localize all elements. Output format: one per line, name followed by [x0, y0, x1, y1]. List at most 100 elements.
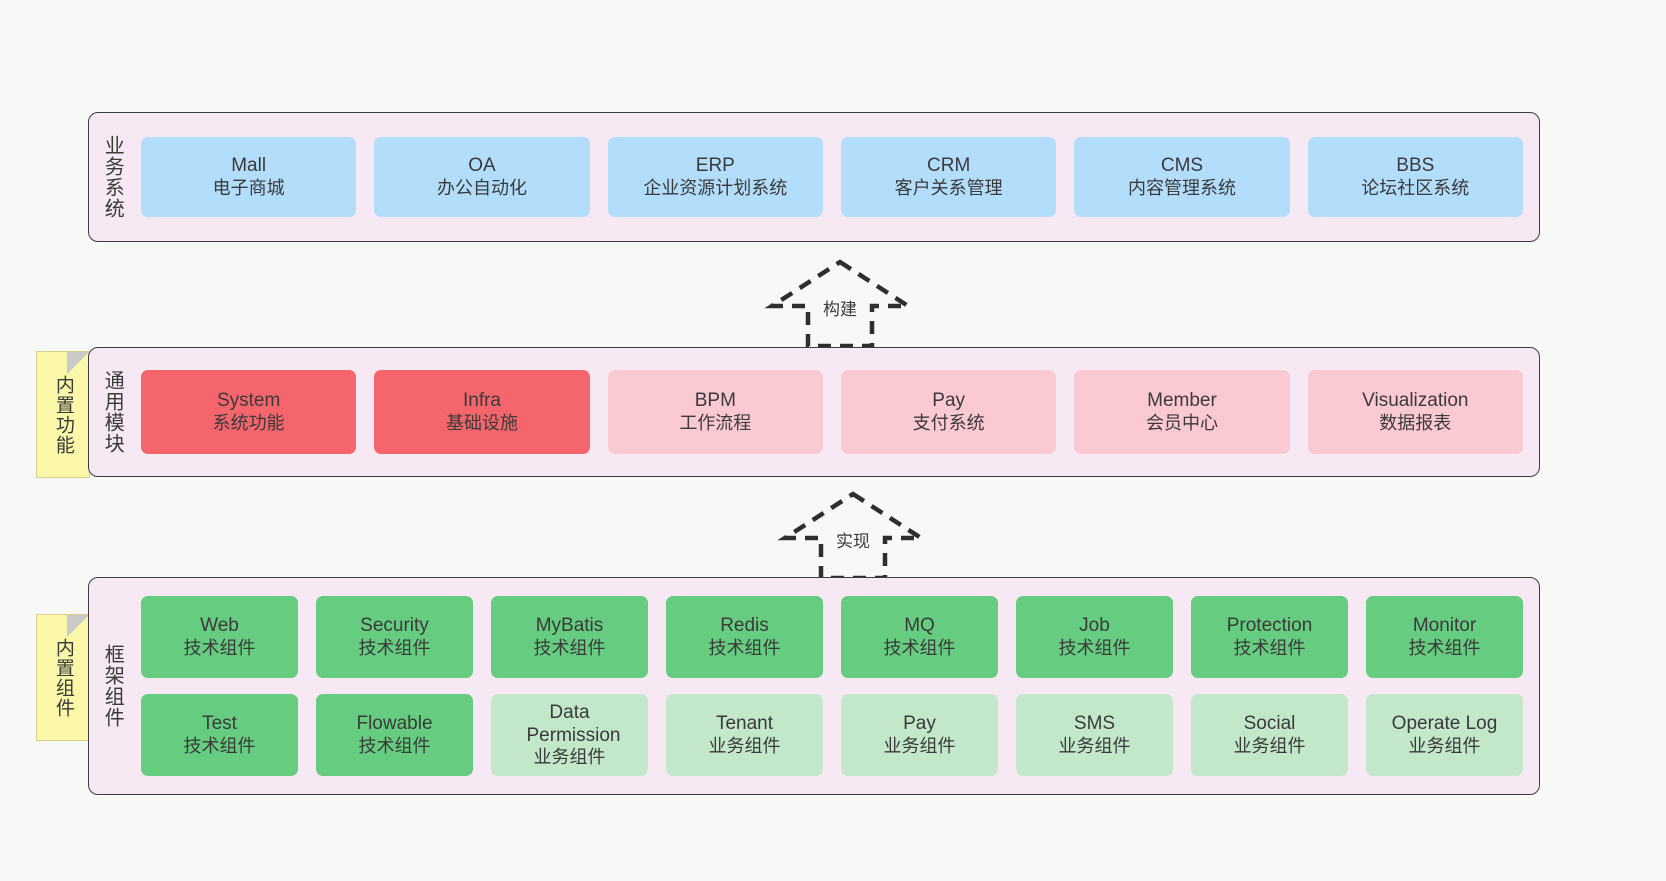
node-label-cn: 业务组件: [708, 735, 781, 756]
node-label-cn: 技术组件: [183, 637, 256, 658]
node-security[interactable]: Security 技术组件: [316, 596, 473, 678]
node-bpm[interactable]: BPM 工作流程: [607, 370, 823, 454]
node-label-en: Security: [360, 615, 429, 637]
node-member[interactable]: Member 会员中心: [1074, 370, 1290, 454]
layer-framework-components: 框架组件 Web 技术组件 Security 技术组件 MyBatis 技术组件…: [88, 577, 1540, 795]
node-label-en: OA: [468, 155, 496, 177]
node-label-cn: 办公自动化: [436, 177, 527, 198]
node-monitor[interactable]: Monitor 技术组件: [1366, 596, 1523, 678]
node-pay-biz[interactable]: Pay 业务组件: [841, 694, 998, 776]
arrow-label-build: 构建: [823, 300, 857, 319]
layer-business-systems: 业务系统 Mall 电子商城 OA 办公自动化 ERP 企业资源计划系统 CRM…: [88, 112, 1540, 242]
node-label-en: Web: [200, 615, 239, 637]
layer-title-framework: 框架组件: [101, 644, 124, 728]
node-label-cn: 技术组件: [358, 637, 431, 658]
layer-row: Mall 电子商城 OA 办公自动化 ERP 企业资源计划系统 CRM 客户关系…: [141, 137, 1523, 217]
layer-body-modules: System 系统功能 Infra 基础设施 BPM 工作流程 Pay 支付系统…: [135, 348, 1539, 476]
node-label-en: Flowable: [356, 713, 433, 735]
node-web[interactable]: Web 技术组件: [141, 596, 298, 678]
node-label-cn: 会员中心: [1145, 412, 1218, 433]
node-label-cn: 电子商城: [212, 177, 285, 198]
node-label-cn: 企业资源计划系统: [643, 177, 788, 198]
node-label-cn: 技术组件: [1058, 637, 1131, 658]
node-label-en: MyBatis: [535, 615, 604, 637]
node-label-cn: 技术组件: [1233, 637, 1306, 658]
node-label-en: Operate Log: [1391, 713, 1498, 735]
node-redis[interactable]: Redis 技术组件: [666, 596, 823, 678]
node-label-en: Pay: [903, 713, 936, 735]
layer-row: Test 技术组件 Flowable 技术组件 Data Permission …: [141, 694, 1523, 776]
node-label-en: CRM: [927, 155, 971, 177]
node-label-cn: 工作流程: [679, 412, 752, 433]
node-label-cn: 数据报表: [1379, 412, 1452, 433]
generalization-arrow-implement: 实现: [773, 490, 933, 582]
node-erp[interactable]: ERP 企业资源计划系统: [607, 137, 823, 217]
node-data-permission[interactable]: Data Permission 业务组件: [491, 694, 648, 776]
node-label-en: Tenant: [715, 713, 774, 735]
node-label-en: Member: [1147, 390, 1217, 412]
node-label-cn: 技术组件: [533, 637, 606, 658]
node-label-en: CMS: [1160, 155, 1204, 177]
node-system[interactable]: System 系统功能: [141, 370, 357, 454]
node-cms[interactable]: CMS 内容管理系统: [1074, 137, 1290, 217]
node-crm[interactable]: CRM 客户关系管理: [840, 137, 1057, 217]
node-label-en: ERP: [695, 155, 735, 177]
node-label-en: Mall: [231, 155, 267, 177]
layer-common-modules: 通用模块 System 系统功能 Infra 基础设施 BPM 工作流程 Pay…: [88, 347, 1540, 477]
node-job[interactable]: Job 技术组件: [1016, 596, 1173, 678]
node-mall[interactable]: Mall 电子商城: [141, 137, 357, 217]
layer-title-modules: 通用模块: [101, 370, 124, 454]
node-label-cn: 业务组件: [883, 735, 956, 756]
node-label-en: Pay: [932, 390, 966, 412]
node-oa[interactable]: OA 办公自动化: [374, 137, 590, 217]
node-label-cn: 技术组件: [183, 735, 256, 756]
node-label-cn: 业务组件: [1408, 735, 1481, 756]
node-mybatis[interactable]: MyBatis 技术组件: [491, 596, 648, 678]
node-label-cn: 基础设施: [445, 412, 518, 433]
node-tenant[interactable]: Tenant 业务组件: [666, 694, 823, 776]
node-protection[interactable]: Protection 技术组件: [1191, 596, 1348, 678]
node-label-en: Infra: [462, 390, 501, 412]
node-bbs[interactable]: BBS 论坛社区系统: [1307, 137, 1523, 217]
node-label-en: Redis: [720, 615, 769, 637]
node-label-en: BPM: [694, 390, 736, 412]
node-operate-log[interactable]: Operate Log 业务组件: [1366, 694, 1523, 776]
node-label-cn: 业务组件: [1233, 735, 1306, 756]
node-label-en: Social: [1243, 713, 1296, 735]
node-visualization[interactable]: Visualization 数据报表: [1307, 370, 1523, 454]
node-label-en: BBS: [1396, 155, 1435, 177]
node-pay[interactable]: Pay 支付系统: [840, 370, 1057, 454]
node-label-en: SMS: [1073, 713, 1116, 735]
node-label-en: Visualization: [1362, 390, 1469, 412]
node-mq[interactable]: MQ 技术组件: [841, 596, 998, 678]
layer-row: Web 技术组件 Security 技术组件 MyBatis 技术组件 Redi…: [141, 596, 1523, 678]
arrow-label-implement: 实现: [836, 532, 870, 551]
node-label-en: Protection: [1226, 615, 1313, 637]
node-test[interactable]: Test 技术组件: [141, 694, 298, 776]
sticky-note-builtin-function: 内置功能: [36, 351, 90, 478]
node-label-cn: 技术组件: [883, 637, 956, 658]
node-label-en: Data Permission: [526, 701, 621, 747]
node-label-en: Test: [202, 713, 237, 735]
node-label-cn: 支付系统: [912, 412, 985, 433]
node-label-cn: 客户关系管理: [894, 177, 1003, 198]
node-social[interactable]: Social 业务组件: [1191, 694, 1348, 776]
node-sms[interactable]: SMS 业务组件: [1016, 694, 1173, 776]
node-label-en: Job: [1079, 615, 1110, 637]
layer-body-business: Mall 电子商城 OA 办公自动化 ERP 企业资源计划系统 CRM 客户关系…: [135, 113, 1539, 241]
layer-row: System 系统功能 Infra 基础设施 BPM 工作流程 Pay 支付系统…: [141, 370, 1523, 454]
node-infra[interactable]: Infra 基础设施: [374, 370, 590, 454]
node-label-cn: 论坛社区系统: [1361, 177, 1470, 198]
layer-title-business: 业务系统: [101, 135, 124, 219]
node-label-cn: 技术组件: [358, 735, 431, 756]
node-flowable[interactable]: Flowable 技术组件: [316, 694, 473, 776]
node-label-en: MQ: [904, 615, 935, 637]
node-label-cn: 技术组件: [708, 637, 781, 658]
node-label-cn: 业务组件: [533, 747, 606, 768]
node-label-en: System: [216, 390, 281, 412]
node-label-cn: 内容管理系统: [1127, 177, 1236, 198]
generalization-arrow-build: 构建: [760, 258, 920, 350]
sticky-note-builtin-component: 内置组件: [36, 614, 90, 741]
layer-body-framework: Web 技术组件 Security 技术组件 MyBatis 技术组件 Redi…: [135, 578, 1539, 794]
